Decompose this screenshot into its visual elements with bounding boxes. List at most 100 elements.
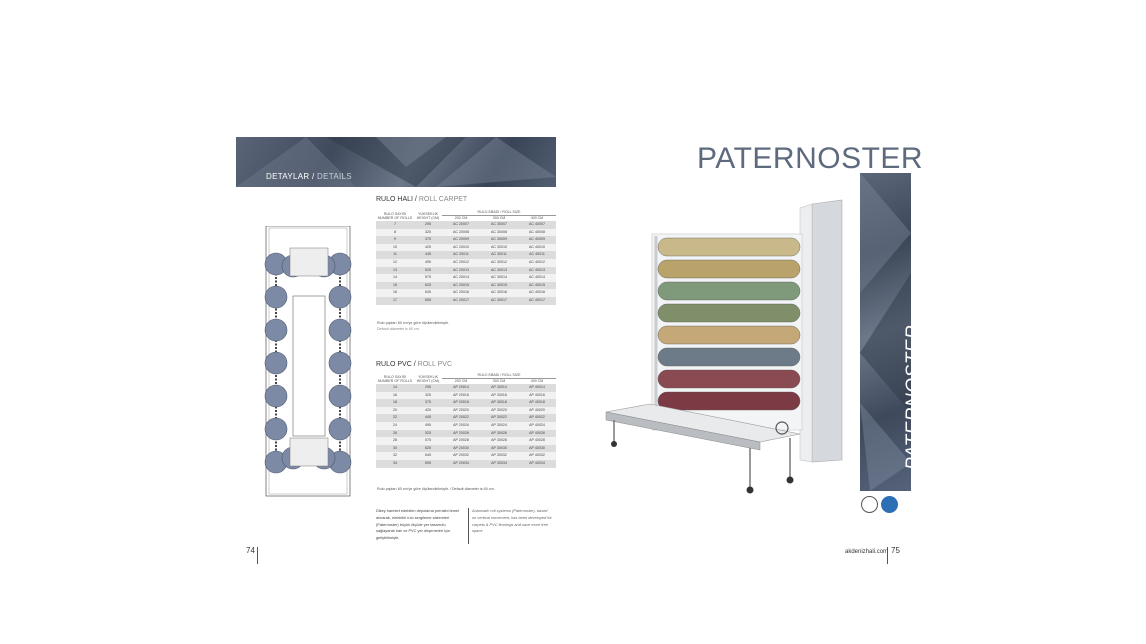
carpet-cell: AC 40010 — [518, 243, 556, 252]
machine-roll — [657, 303, 801, 323]
machine-roll — [657, 281, 801, 301]
diagram-roll — [328, 318, 352, 342]
carpet-cell: AC 20014 — [442, 274, 480, 282]
carpet-cell: AC 40008 — [518, 228, 556, 237]
banner-title: DETAYLAR / DETAILS — [266, 172, 352, 181]
diagram-roll — [264, 384, 288, 408]
pvc-cell: AP 40014 — [518, 384, 556, 392]
carpet-header-rolls: RULO SAYISI NUMBER OF ROLLS — [377, 211, 413, 221]
carpet-header-roll-size: RULO EBADI / ROLL SIZE — [442, 209, 556, 216]
carpet-cell: AC 30007 — [480, 221, 518, 229]
description-divider — [468, 508, 469, 544]
pvc-section-title: RULO PVC / ROLL PVC — [376, 361, 452, 368]
pvc-cell: 26 — [376, 429, 414, 438]
pvc-cell: 18 — [376, 399, 414, 407]
pvc-cell: 14 — [376, 384, 414, 392]
carpet-cell: 645 — [414, 289, 442, 297]
pvc-cell: AP 20022 — [442, 414, 480, 422]
carpet-cell: 11 — [376, 251, 414, 259]
pvc-cell: 24 — [376, 421, 414, 430]
carpet-title-separator: / — [412, 196, 419, 203]
machine-rolls — [657, 237, 801, 411]
pvc-cell: 28 — [376, 437, 414, 445]
carpet-header-height: YÜKSEKLIK HEIGHT (CM) — [416, 211, 440, 221]
pvc-cell: AP 30024 — [480, 421, 518, 430]
pvc-cell: 295 — [414, 384, 442, 392]
carpet-cell: 16 — [376, 289, 414, 297]
carpet-cell: 295 — [414, 221, 442, 229]
carpet-cell: AC 30009 — [480, 236, 518, 244]
carpet-header-size: 200 CM — [454, 216, 468, 220]
pvc-cell: AP 40024 — [518, 421, 556, 430]
pvc-cell: 495 — [414, 421, 442, 430]
pvc-cell: AP 20018 — [442, 399, 480, 407]
carpet-cell: AC 20010 — [442, 243, 480, 252]
paternoster-diagram — [264, 226, 352, 497]
carpet-cell: 375 — [414, 236, 442, 244]
description-tr: Dikey hareket edebilen depolama prensibi… — [376, 508, 460, 541]
pvc-cell: AP 20030 — [442, 444, 480, 453]
carpet-cell: 575 — [414, 274, 442, 282]
page-number-right-divider — [887, 547, 888, 564]
pvc-cell: AP 30030 — [480, 444, 518, 453]
vertical-title: PATERNOSTER — [903, 324, 911, 470]
carpet-cell: 15 — [376, 281, 414, 290]
diagram-roll — [264, 318, 288, 342]
pvc-header-rolls: RULO SAYISI NUMBER OF ROLLS — [377, 374, 413, 384]
pvc-cell: AP 30016 — [480, 391, 518, 400]
carpet-cell: AC 40007 — [518, 221, 556, 229]
carpet-section-title: RULO HALI / ROLL CARPET — [376, 196, 467, 203]
carpet-cell: AC 40011 — [518, 251, 556, 259]
pvc-header-roll-size: RULO EBADI / ROLL SIZE — [442, 372, 556, 379]
pvc-title-tr: RULO PVC — [376, 361, 412, 368]
carpet-cell: AC 40013 — [518, 266, 556, 275]
carpet-header-size: 300 CM — [492, 216, 506, 220]
pvc-cell: 34 — [376, 459, 414, 468]
carpet-cell: 445 — [414, 251, 442, 259]
diagram-roll — [328, 285, 352, 309]
pvc-cell: AP 30034 — [480, 459, 518, 468]
machine-roll — [657, 369, 801, 389]
pvc-cell: AP 20028 — [442, 437, 480, 445]
diagram-roll — [328, 351, 352, 375]
carpet-note: Rulo çapları 60 cm'ye göre ölçülendirilm… — [377, 320, 449, 332]
details-banner: DETAYLAR / DETAILS — [236, 137, 556, 187]
quality-logo-icon — [881, 495, 898, 513]
pvc-cell: 30 — [376, 444, 414, 453]
pvc-cell: AP 40030 — [518, 444, 556, 453]
carpet-cell: AC 30010 — [480, 243, 518, 252]
pvc-cell: 625 — [414, 444, 442, 453]
pvc-cell: AP 30022 — [480, 414, 518, 422]
pvc-cell: AP 40032 — [518, 452, 556, 460]
pvc-cell: AP 20032 — [442, 452, 480, 460]
pvc-cell: 525 — [414, 429, 442, 438]
carpet-cell: 325 — [414, 228, 442, 237]
carpet-cell: 13 — [376, 266, 414, 275]
carpet-header-size: 400 CM — [530, 216, 544, 220]
carpet-spec-table: RULO SAYISI NUMBER OF ROLLS YÜKSEKLIK HE… — [376, 209, 556, 305]
carpet-cell: AC 20013 — [442, 266, 480, 275]
paternoster-machine-image — [605, 199, 843, 494]
pvc-cell: AP 20034 — [442, 459, 480, 468]
carpet-cell: AC 30008 — [480, 228, 518, 237]
pvc-cell: AP 30032 — [480, 452, 518, 460]
page-number-left-divider — [257, 547, 258, 564]
website-link[interactable]: akdenizhali.com — [845, 549, 889, 555]
pvc-cell: AP 20020 — [442, 406, 480, 415]
pvc-cell: AP 30020 — [480, 406, 518, 415]
pvc-cell: 695 — [414, 459, 442, 468]
pvc-cell: AP 20026 — [442, 429, 480, 438]
pvc-header-height: YÜKSEKLIK HEIGHT (CM) — [416, 374, 440, 384]
carpet-cell: 14 — [376, 274, 414, 282]
carpet-note-tr: Rulo çapları 60 cm'ye göre ölçülendirilm… — [377, 321, 449, 325]
pvc-cell: AP 20014 — [442, 384, 480, 392]
